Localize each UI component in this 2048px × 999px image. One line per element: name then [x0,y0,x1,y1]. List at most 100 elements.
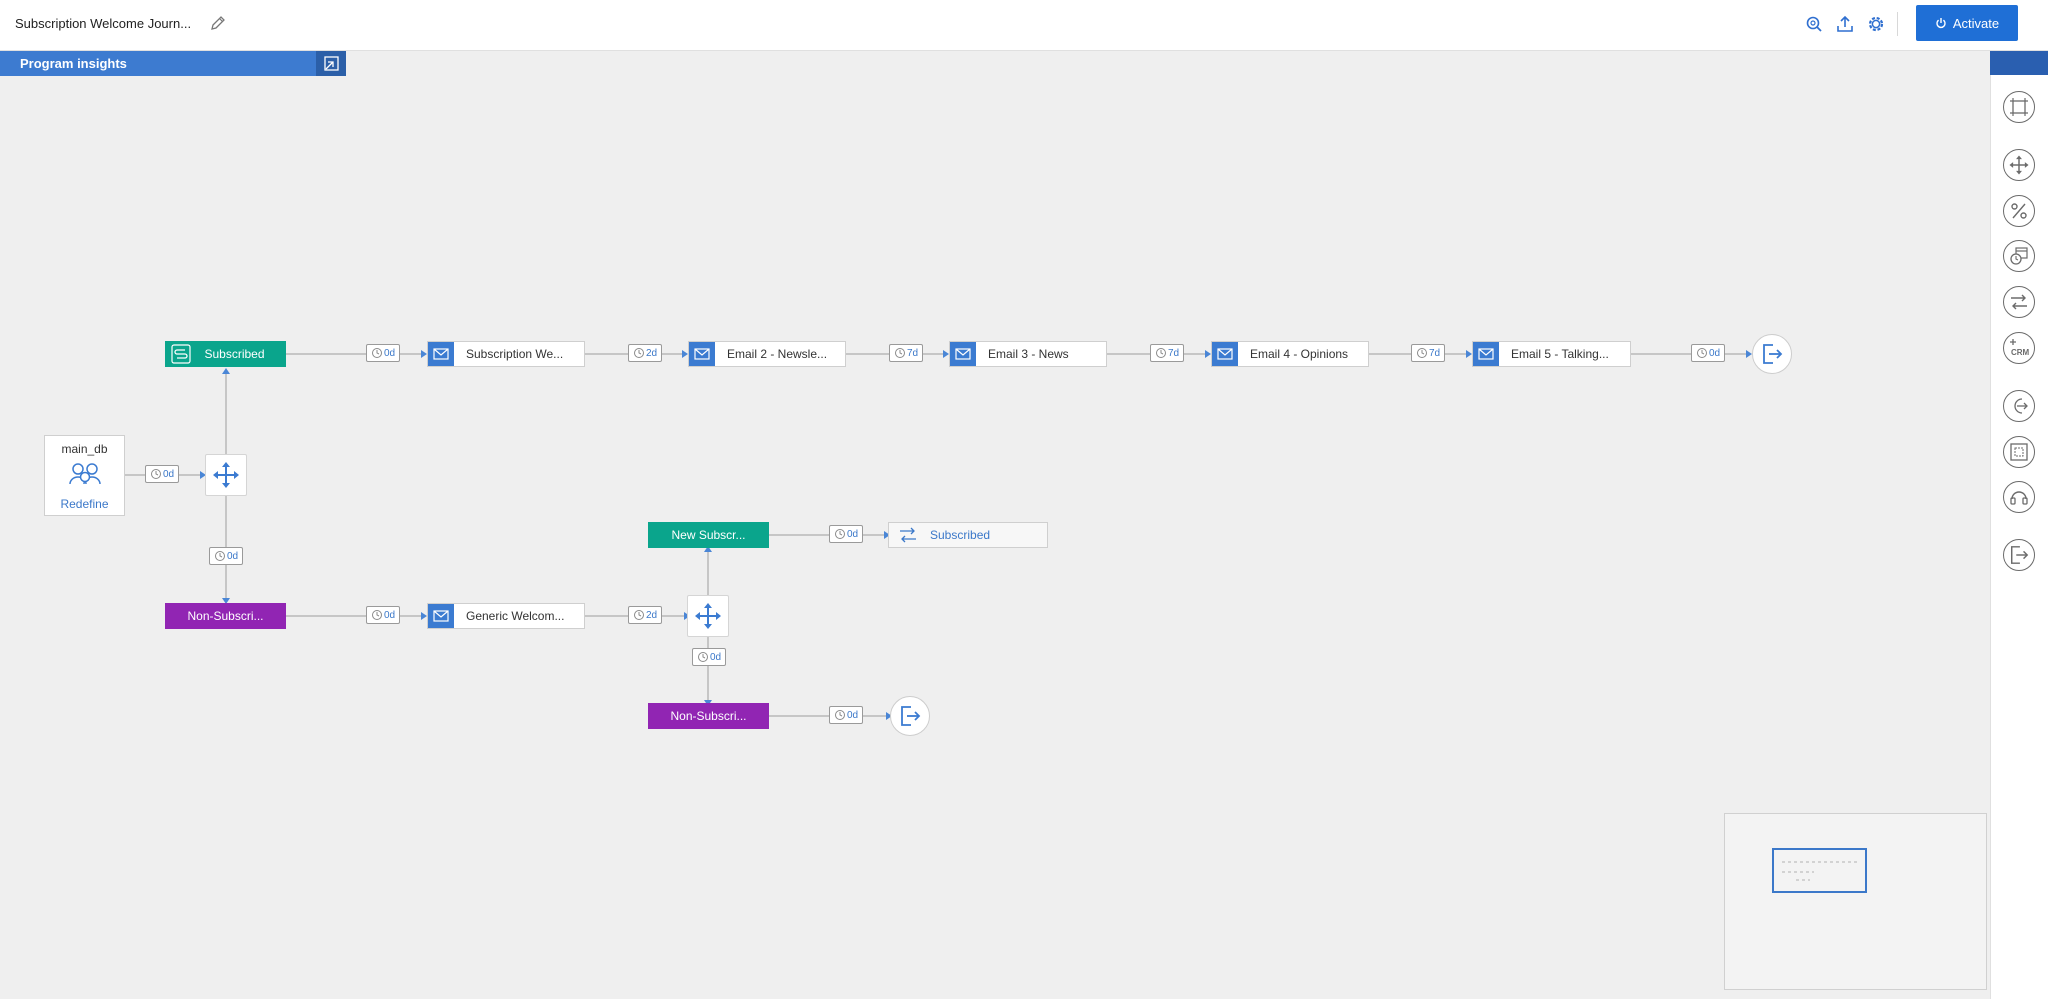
upload-icon[interactable] [1835,14,1855,34]
delay-badge[interactable]: 7d [889,344,923,362]
redefine-link[interactable]: Redefine [60,497,109,511]
email-icon [1212,342,1238,366]
email-label: Generic Welcom... [466,609,565,623]
minimap-viewport[interactable] [1772,848,1867,893]
activate-label: Activate [1952,15,2000,31]
tool-support[interactable] [2003,481,2035,513]
exit-icon [2011,546,2029,564]
delay-value: 0d [383,347,396,359]
toolbar-divider [1897,12,1898,36]
frame-icon [2010,443,2028,461]
insights-toggle-button[interactable] [316,51,346,76]
delay-badge[interactable]: 7d [1150,344,1184,362]
calendar-delay-icon [2010,247,2028,265]
split-node[interactable] [205,454,247,496]
clock-icon [834,710,845,720]
clock-icon [371,348,382,358]
program-title[interactable]: Subscription Welcome Journ... [15,16,192,31]
tool-delay[interactable] [2003,240,2035,272]
split-node-2[interactable] [687,595,729,637]
delay-value: 2d [645,609,658,621]
delay-value: 2d [645,347,658,359]
delay-value: 0d [383,609,396,621]
email-label: Email 5 - Talking... [1511,347,1609,361]
email-icon [1473,342,1499,366]
delay-badge[interactable]: 0d [366,344,400,362]
delay-badge[interactable]: 2d [628,344,662,362]
email-node-3[interactable]: Email 3 - News [949,341,1107,367]
minimap[interactable] [1724,813,1987,990]
delay-badge[interactable]: 7d [1411,344,1445,362]
tool-change-status[interactable] [2003,286,2035,318]
exit-person-icon [2014,398,2028,414]
activate-button[interactable]: Activate [1916,5,2018,41]
tool-split[interactable] [2003,149,2035,181]
program-insights-label: Program insights [20,56,127,71]
change-status-icon [900,527,916,543]
segment-label: New Subscr... [671,528,746,542]
tool-palette-header[interactable] [1990,51,2048,75]
search-icon[interactable] [1804,14,1824,34]
clock-icon [1155,348,1166,358]
segment-label: Non-Subscri... [670,709,747,723]
program-insights-bar[interactable]: Program insights [0,51,316,76]
tool-crm[interactable]: CRM [2003,332,2035,364]
delay-value: 0d [709,651,722,663]
delay-badge[interactable]: 0d [366,606,400,624]
delay-value: 7d [1167,347,1180,359]
segment-non-subscribed-2[interactable]: Non-Subscri... [648,703,769,729]
delay-value: 0d [846,528,859,540]
email-icon [950,342,976,366]
clock-icon [150,469,161,479]
edit-icon[interactable] [209,14,227,32]
clock-icon [697,652,708,662]
exit-node[interactable] [1752,334,1792,374]
clock-icon [834,529,845,539]
collapse-icon [324,56,339,71]
email-icon [689,342,715,366]
tool-percent[interactable] [2003,195,2035,227]
tool-frame[interactable] [2003,436,2035,468]
email-node-2[interactable]: Email 2 - Newsle... [688,341,846,367]
email-node-4[interactable]: Email 4 - Opinions [1211,341,1369,367]
segment-non-subscribed[interactable]: Non-Subscri... [165,603,286,629]
delay-badge[interactable]: 2d [628,606,662,624]
change-status-label: Subscribed [930,528,991,542]
clock-icon [1696,348,1707,358]
delay-badge[interactable]: 0d [1691,344,1725,362]
email-label: Email 3 - News [988,347,1069,361]
exit-node-2[interactable] [890,696,930,736]
headset-icon [2010,491,2028,505]
audience-name: main_db [61,442,108,456]
delay-badge[interactable]: 0d [829,525,863,543]
email-label: Subscription We... [466,347,564,361]
segment-subscribed[interactable]: Subscribed [165,341,286,367]
segment-label: Subscribed [204,347,265,361]
email-node-1[interactable]: Subscription We... [427,341,585,367]
clock-icon [894,348,905,358]
change-status-node[interactable]: Subscribed [888,522,1048,548]
segment-new-subscribed[interactable]: New Subscr... [648,522,769,548]
delay-badge[interactable]: 0d [145,465,179,483]
delay-value: 7d [906,347,919,359]
delay-badge[interactable]: 0d [209,547,243,565]
percent-icon [2011,203,2027,219]
exit-icon [1763,344,1783,364]
tool-crop[interactable] [2003,91,2035,123]
delay-badge[interactable]: 0d [829,706,863,724]
audience-node[interactable]: main_db Redefine [44,435,125,516]
minimap-preview [1782,861,1860,881]
segment-icon [171,344,191,364]
delay-badge[interactable]: 0d [692,648,726,666]
audience-icon [69,463,101,485]
crop-icon [2010,98,2028,116]
segment-label: Non-Subscri... [187,609,264,623]
settings-icon[interactable] [1866,14,1886,34]
tool-exit-person[interactable] [2003,390,2035,422]
email-node-generic[interactable]: Generic Welcom... [427,603,585,629]
clock-icon [1416,348,1427,358]
exit-icon [901,706,921,726]
tool-exit[interactable] [2003,539,2035,571]
email-node-5[interactable]: Email 5 - Talking... [1472,341,1631,367]
delay-value: 0d [226,550,239,562]
